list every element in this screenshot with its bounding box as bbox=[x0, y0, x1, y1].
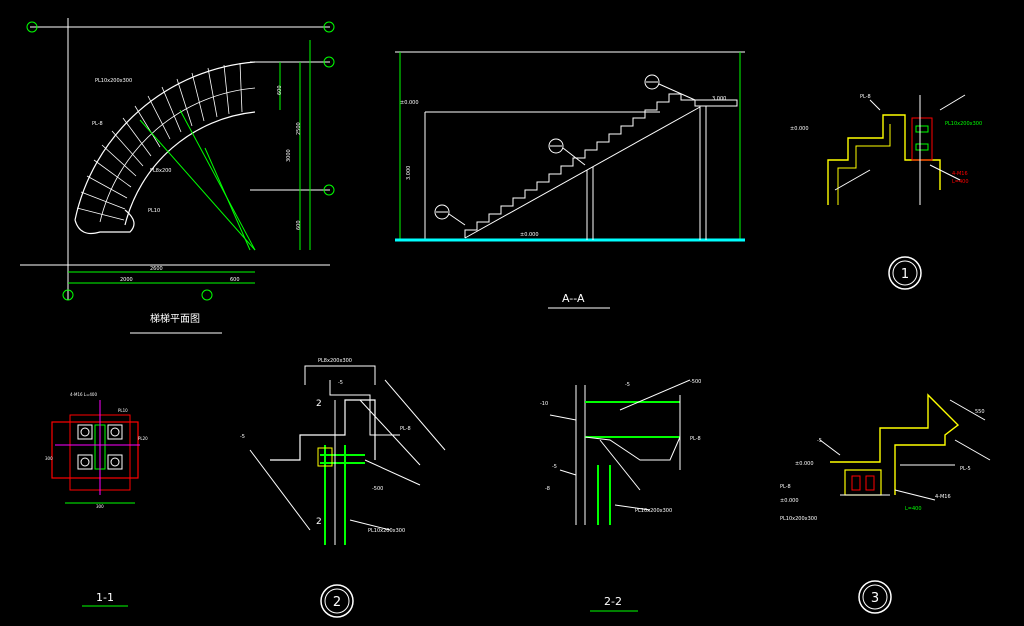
svg-text:4-M16: 4-M16 bbox=[935, 494, 951, 500]
svg-text:-500: -500 bbox=[372, 486, 383, 492]
detail-2-label: 2 bbox=[333, 595, 341, 610]
svg-text:±0.000: ±0.000 bbox=[780, 498, 799, 504]
svg-text:PL8x200x300: PL8x200x300 bbox=[318, 358, 352, 364]
cut-mark-bottom: 2 bbox=[316, 517, 322, 527]
svg-text:PL10: PL10 bbox=[148, 208, 160, 214]
svg-text:PL8x200: PL8x200 bbox=[150, 168, 171, 174]
detail-3-view: -5 ±0.000 PL-8 ±0.000 PL10x200x300 PL-5 … bbox=[780, 393, 991, 614]
svg-text:PL10x200x300: PL10x200x300 bbox=[368, 528, 405, 534]
detail-1-view: ±0.000 PL-8 PL10x200x300 4-M16 L=400 1 bbox=[790, 94, 982, 290]
svg-text:±0.000: ±0.000 bbox=[795, 461, 814, 467]
svg-text:4-M16 L=400: 4-M16 L=400 bbox=[70, 392, 97, 397]
svg-text:PL-8: PL-8 bbox=[690, 436, 701, 442]
detail-1-bubble bbox=[888, 256, 922, 290]
svg-text:3000: 3000 bbox=[286, 149, 292, 162]
svg-text:-5: -5 bbox=[817, 438, 822, 444]
svg-text:PL20: PL20 bbox=[138, 436, 148, 441]
axis-bubble bbox=[26, 21, 38, 33]
svg-text:600: 600 bbox=[230, 277, 240, 283]
svg-text:-10: -10 bbox=[540, 401, 548, 407]
svg-text:±0.000: ±0.000 bbox=[520, 232, 539, 238]
axis-bubble bbox=[323, 21, 335, 33]
svg-text:3.000: 3.000 bbox=[406, 166, 412, 180]
section-aa-title: A--A bbox=[562, 292, 585, 305]
svg-text:3.000: 3.000 bbox=[712, 96, 726, 102]
detail-3-bubble bbox=[858, 580, 892, 614]
svg-text:L=400: L=400 bbox=[905, 506, 922, 512]
svg-text:-5: -5 bbox=[552, 464, 557, 470]
axis-bubble bbox=[62, 289, 74, 301]
svg-text:2500: 2500 bbox=[296, 122, 302, 135]
detail-2-bubble bbox=[320, 584, 354, 618]
svg-text:-5: -5 bbox=[338, 380, 343, 386]
svg-text:300: 300 bbox=[45, 456, 53, 461]
svg-text:±0.000: ±0.000 bbox=[400, 100, 419, 106]
detail-3-label: 3 bbox=[871, 591, 879, 606]
svg-text:PL10x200x300: PL10x200x300 bbox=[635, 508, 672, 514]
svg-text:2000: 2000 bbox=[120, 277, 133, 283]
svg-text:L=400: L=400 bbox=[952, 179, 969, 185]
section-2-2-view: -5 -500 -10 -5 -8 PL-8 PL10x200x300 2-2 bbox=[540, 379, 701, 612]
svg-text:PL10x200x300: PL10x200x300 bbox=[95, 78, 132, 84]
svg-text:-5: -5 bbox=[240, 434, 245, 440]
svg-text:PL-8: PL-8 bbox=[400, 426, 411, 432]
axis-bubble bbox=[323, 184, 335, 196]
svg-text:-5: -5 bbox=[625, 382, 630, 388]
detail-1-label: 1 bbox=[901, 267, 909, 282]
svg-text:PL-8: PL-8 bbox=[92, 121, 103, 127]
axis-bubble bbox=[201, 289, 213, 301]
svg-text:PL10x200x300: PL10x200x300 bbox=[945, 121, 982, 127]
svg-text:2600: 2600 bbox=[150, 266, 163, 272]
section-aa-view: ±0.000 3.000 ±0.000 3.000 A--A bbox=[395, 51, 745, 309]
svg-text:550: 550 bbox=[975, 409, 985, 415]
svg-text:PL-5: PL-5 bbox=[960, 466, 971, 472]
cut-mark-top: 2 bbox=[316, 399, 322, 409]
svg-text:PL-8: PL-8 bbox=[860, 94, 871, 100]
svg-text:PL10: PL10 bbox=[118, 408, 128, 413]
section-2-2-title: 2-2 bbox=[604, 595, 622, 608]
svg-text:PL10x200x300: PL10x200x300 bbox=[780, 516, 817, 522]
detail-2-view: PL8x200x300 -5 -5 PL-8 -500 PL10x200x300… bbox=[240, 358, 446, 618]
svg-text:600: 600 bbox=[277, 85, 283, 95]
svg-text:-8: -8 bbox=[545, 486, 550, 492]
stair-plan-view: 2600 2000 600 2500 600 3000 600 PL10x200… bbox=[20, 18, 335, 334]
axis-bubble bbox=[323, 56, 335, 68]
svg-text:PL-8: PL-8 bbox=[780, 484, 791, 490]
plan-title: 梯梯平面图 bbox=[150, 312, 200, 325]
svg-text:300: 300 bbox=[96, 504, 104, 509]
svg-text:-500: -500 bbox=[690, 379, 701, 385]
svg-text:600: 600 bbox=[296, 220, 302, 230]
section-1-1-title: 1-1 bbox=[96, 591, 114, 604]
svg-text:±0.000: ±0.000 bbox=[790, 126, 809, 132]
svg-text:4-M16: 4-M16 bbox=[952, 171, 968, 177]
section-1-1-view: 4-M16 L=400 PL10 PL20 300 300 1-1 bbox=[45, 392, 148, 607]
